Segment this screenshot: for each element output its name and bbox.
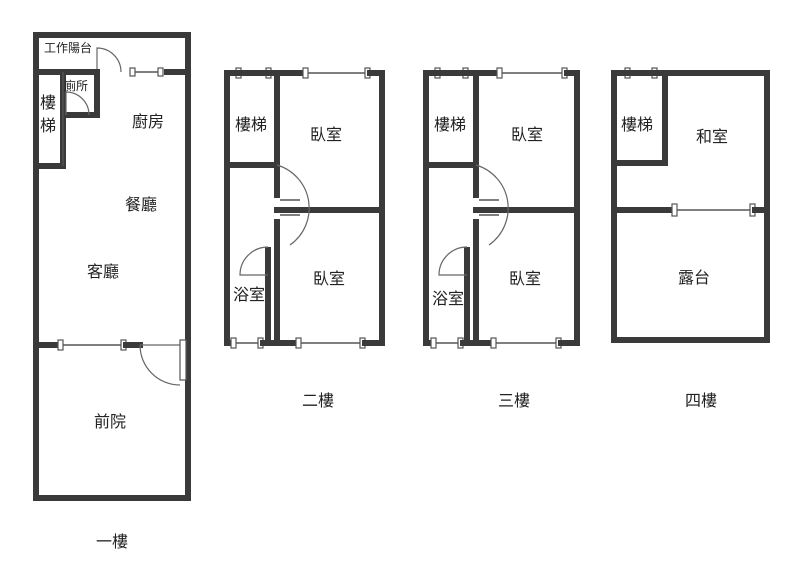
floor-3-bedroom-door — [475, 164, 509, 246]
floor-title-4: 四樓 — [685, 391, 717, 410]
room-label-bathroom: 浴室 — [432, 289, 464, 308]
floor-title-2: 二樓 — [302, 391, 334, 410]
room-label-dining: 餐廳 — [125, 195, 157, 214]
floor-1-toilet-door — [65, 91, 90, 116]
room-label-stairs: 樓梯 — [434, 115, 466, 134]
room-label-kitchen: 廚房 — [132, 112, 164, 131]
floor-4-stairs-wall — [611, 70, 668, 166]
room-label-stairs-2: 梯 — [40, 116, 56, 135]
room-label-bedroom-bottom: 臥室 — [509, 269, 541, 288]
room-label-stairs-1: 樓 — [40, 93, 56, 112]
floor-1-plan: 工作陽台 廁所 樓 梯 廚房 餐廳 客廳 前院 — [33, 32, 191, 501]
floor-2-bedroom-door — [276, 164, 310, 246]
floor-4-plan: 樓梯 和室 露台 — [611, 67, 770, 343]
floor-title-1: 一樓 — [96, 532, 128, 551]
floor-1-balcony-door — [96, 47, 122, 73]
room-label-toilet: 廁所 — [64, 78, 88, 93]
room-label-bathroom: 浴室 — [233, 285, 265, 304]
floor-1-front-door — [139, 344, 181, 386]
floor-2-plan: 樓梯 臥室 臥室 浴室 — [224, 67, 385, 349]
room-label-bedroom-top: 臥室 — [310, 125, 342, 144]
room-label-stairs: 樓梯 — [621, 115, 653, 134]
room-label-terrace: 露台 — [678, 268, 710, 287]
room-label-bedroom-bottom: 臥室 — [313, 269, 345, 288]
floor-3-bath-door — [438, 246, 468, 276]
room-label-japanese-room: 和室 — [696, 127, 728, 146]
floor-3-plan: 樓梯 臥室 臥室 浴室 — [423, 67, 580, 349]
room-label-front-yard: 前院 — [94, 412, 126, 431]
room-label-living: 客廳 — [87, 262, 119, 281]
floor-title-3: 三樓 — [498, 391, 530, 410]
floor-1-outer-wall — [33, 32, 191, 501]
floor-2-bath-door — [239, 246, 269, 276]
room-label-bedroom-top: 臥室 — [511, 125, 543, 144]
room-label-stairs: 樓梯 — [235, 115, 267, 134]
room-label-balcony: 工作陽台 — [44, 40, 92, 55]
